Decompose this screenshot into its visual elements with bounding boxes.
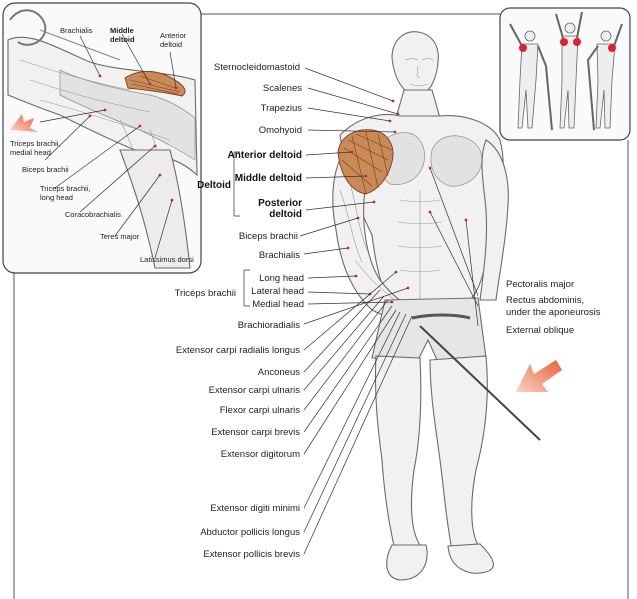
inset-label-triceps-long-1: Triceps brachii, bbox=[40, 184, 91, 193]
label-brachioradialis: Brachioradialis bbox=[238, 320, 301, 331]
label-abductor-pollicis-longus: Abductor pollicis longus bbox=[200, 527, 300, 538]
inset-label-middle-deltoid-2: deltoid bbox=[110, 35, 135, 44]
label-sternocleidomastoid: Sternocleidomastoid bbox=[214, 62, 300, 73]
label-extensor-pollicis-brevis: Extensor pollicis brevis bbox=[203, 549, 300, 560]
label-anconeus: Anconeus bbox=[258, 367, 301, 378]
label-external-oblique: External oblique bbox=[506, 325, 574, 336]
label-ecr-longus: Extensor carpi radialis longus bbox=[176, 345, 300, 356]
label-omohyoid: Omohyoid bbox=[259, 125, 302, 136]
label-brachialis: Brachialis bbox=[259, 250, 300, 261]
label-anterior-deltoid: Anterior deltoid bbox=[228, 150, 302, 161]
label-biceps-brachii: Biceps brachii bbox=[239, 231, 298, 242]
label-pectoralis-major: Pectoralis major bbox=[506, 279, 574, 290]
label-rectus-2: under the aponeurosis bbox=[506, 307, 601, 318]
label-long-head: Long head bbox=[259, 273, 304, 284]
label-extensor-digitorum: Extensor digitorum bbox=[221, 449, 300, 460]
label-fcu: Flexor carpi ulnaris bbox=[220, 405, 300, 416]
leader-lines bbox=[233, 67, 479, 555]
label-ecu: Extensor carpi ulnaris bbox=[209, 385, 301, 396]
label-scalenes: Scalenes bbox=[263, 83, 302, 94]
force-arrow-icon bbox=[516, 360, 562, 392]
inset-arrow-icon bbox=[10, 114, 38, 132]
mini-figure-front bbox=[509, 23, 553, 131]
inset-label-triceps-medial-2: medial head bbox=[10, 148, 51, 157]
inset-label-triceps-medial-1: Triceps brachii, bbox=[10, 139, 61, 148]
thumbnail-panel bbox=[499, 7, 631, 141]
inset-label-anterior-deltoid-2: deltoid bbox=[160, 40, 182, 49]
label-ecr-brevis: Extensor carpi brevis bbox=[211, 427, 300, 438]
inset-label-coracobrachialis: Coracobrachialis bbox=[65, 210, 121, 219]
inset-label-brachialis: Brachialis bbox=[60, 26, 93, 35]
label-triceps-brachii: Triceps brachii bbox=[175, 288, 236, 299]
inset-label-middle-deltoid-1: Middle bbox=[110, 26, 134, 35]
main-labels: Sternocleidomastoid Scalenes Trapezius O… bbox=[175, 62, 601, 560]
inset-label-triceps-long-2: long head bbox=[40, 193, 73, 202]
label-rectus-1: Rectus abdominis, bbox=[506, 295, 584, 306]
label-lateral-head: Lateral head bbox=[251, 286, 304, 297]
label-posterior-deltoid-1: Posterior bbox=[258, 198, 302, 209]
label-deltoid: Deltoid bbox=[197, 180, 231, 191]
mini-figure-back bbox=[586, 23, 623, 131]
label-extensor-digiti-minimi: Extensor digiti minimi bbox=[210, 503, 300, 514]
label-middle-deltoid: Middle deltoid bbox=[235, 173, 302, 184]
label-medial-head: Medial head bbox=[252, 299, 304, 310]
inset-label-teres-major: Teres major bbox=[100, 232, 140, 241]
inset-labels: Brachialis Middle deltoid Anterior delto… bbox=[10, 26, 194, 264]
label-trapezius: Trapezius bbox=[261, 103, 303, 114]
inset-label-anterior-deltoid-1: Anterior bbox=[160, 31, 187, 40]
label-posterior-deltoid-2: deltoid bbox=[269, 209, 302, 220]
inset-label-latissimus: Latissimus dorsi bbox=[140, 255, 194, 264]
inset-panel bbox=[2, 2, 202, 274]
inset-label-biceps: Biceps brachii bbox=[22, 165, 69, 174]
mini-figure-side bbox=[555, 11, 583, 129]
main-figure bbox=[332, 31, 562, 581]
frame bbox=[13, 13, 629, 599]
